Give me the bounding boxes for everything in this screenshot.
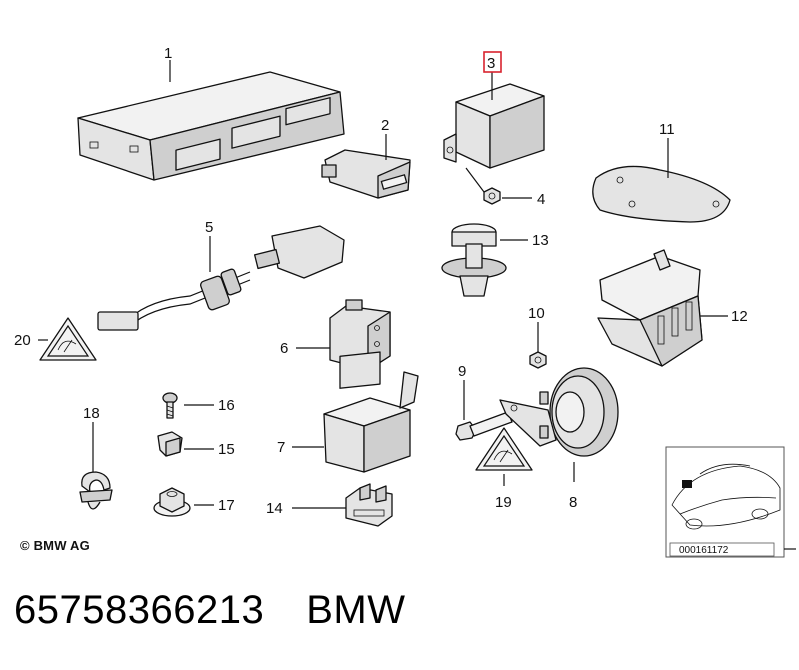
part-9-bolt — [455, 411, 513, 441]
callout-16[interactable]: 16 — [218, 397, 235, 414]
highlight-box — [483, 51, 502, 73]
callout-19[interactable]: 19 — [495, 494, 512, 511]
part-15-clip-nut — [157, 431, 183, 457]
part-13-clip — [441, 223, 507, 297]
part-20-warning-label — [39, 317, 97, 361]
callout-12[interactable]: 12 — [731, 308, 748, 325]
part-2-connector — [321, 149, 411, 199]
callout-11[interactable]: 11 — [659, 121, 675, 138]
part-12-bracket — [597, 249, 703, 367]
part-caption: 65758366213 BMW — [14, 588, 447, 633]
brand-name: BMW — [306, 588, 406, 632]
part-14-plug — [345, 483, 393, 527]
part-18-cable-clip — [79, 471, 113, 510]
callout-18[interactable]: 18 — [83, 405, 100, 422]
part-3-relay — [443, 83, 545, 169]
part-4-nut — [483, 187, 501, 205]
drawing-number: 000161172 — [679, 545, 729, 556]
callout-20[interactable]: 20 — [14, 332, 31, 349]
part-16-screw — [162, 392, 178, 419]
part-1-control-module — [77, 71, 345, 181]
callout-6[interactable]: 6 — [280, 340, 288, 357]
callout-1[interactable]: 1 — [164, 45, 172, 62]
part-8-horn — [499, 367, 619, 457]
callout-15[interactable]: 15 — [218, 441, 235, 458]
callout-17[interactable]: 17 — [218, 497, 235, 514]
callout-7[interactable]: 7 — [277, 439, 285, 456]
callout-5[interactable]: 5 — [205, 219, 213, 236]
callout-8[interactable]: 8 — [569, 494, 577, 511]
callout-2[interactable]: 2 — [381, 117, 389, 134]
callout-10[interactable]: 10 — [528, 305, 545, 322]
part-17-flange-nut — [153, 487, 191, 517]
part-10-nut — [529, 351, 547, 369]
callout-4[interactable]: 4 — [537, 191, 545, 208]
part-6-relay-socket — [329, 299, 391, 389]
part-7-holder — [323, 371, 419, 473]
part-number: 65758366213 — [14, 588, 265, 632]
callout-13[interactable]: 13 — [532, 232, 549, 249]
copyright-notice: © BMW AG — [20, 538, 90, 553]
car-location-inset: 000161172 — [665, 446, 796, 558]
part-19-warning-label — [475, 427, 533, 471]
part-5-harness — [97, 225, 345, 331]
callout-14[interactable]: 14 — [266, 500, 283, 517]
callout-9[interactable]: 9 — [458, 363, 466, 380]
callout-3[interactable]: 3 — [487, 55, 495, 72]
part-11-cover — [592, 165, 731, 223]
